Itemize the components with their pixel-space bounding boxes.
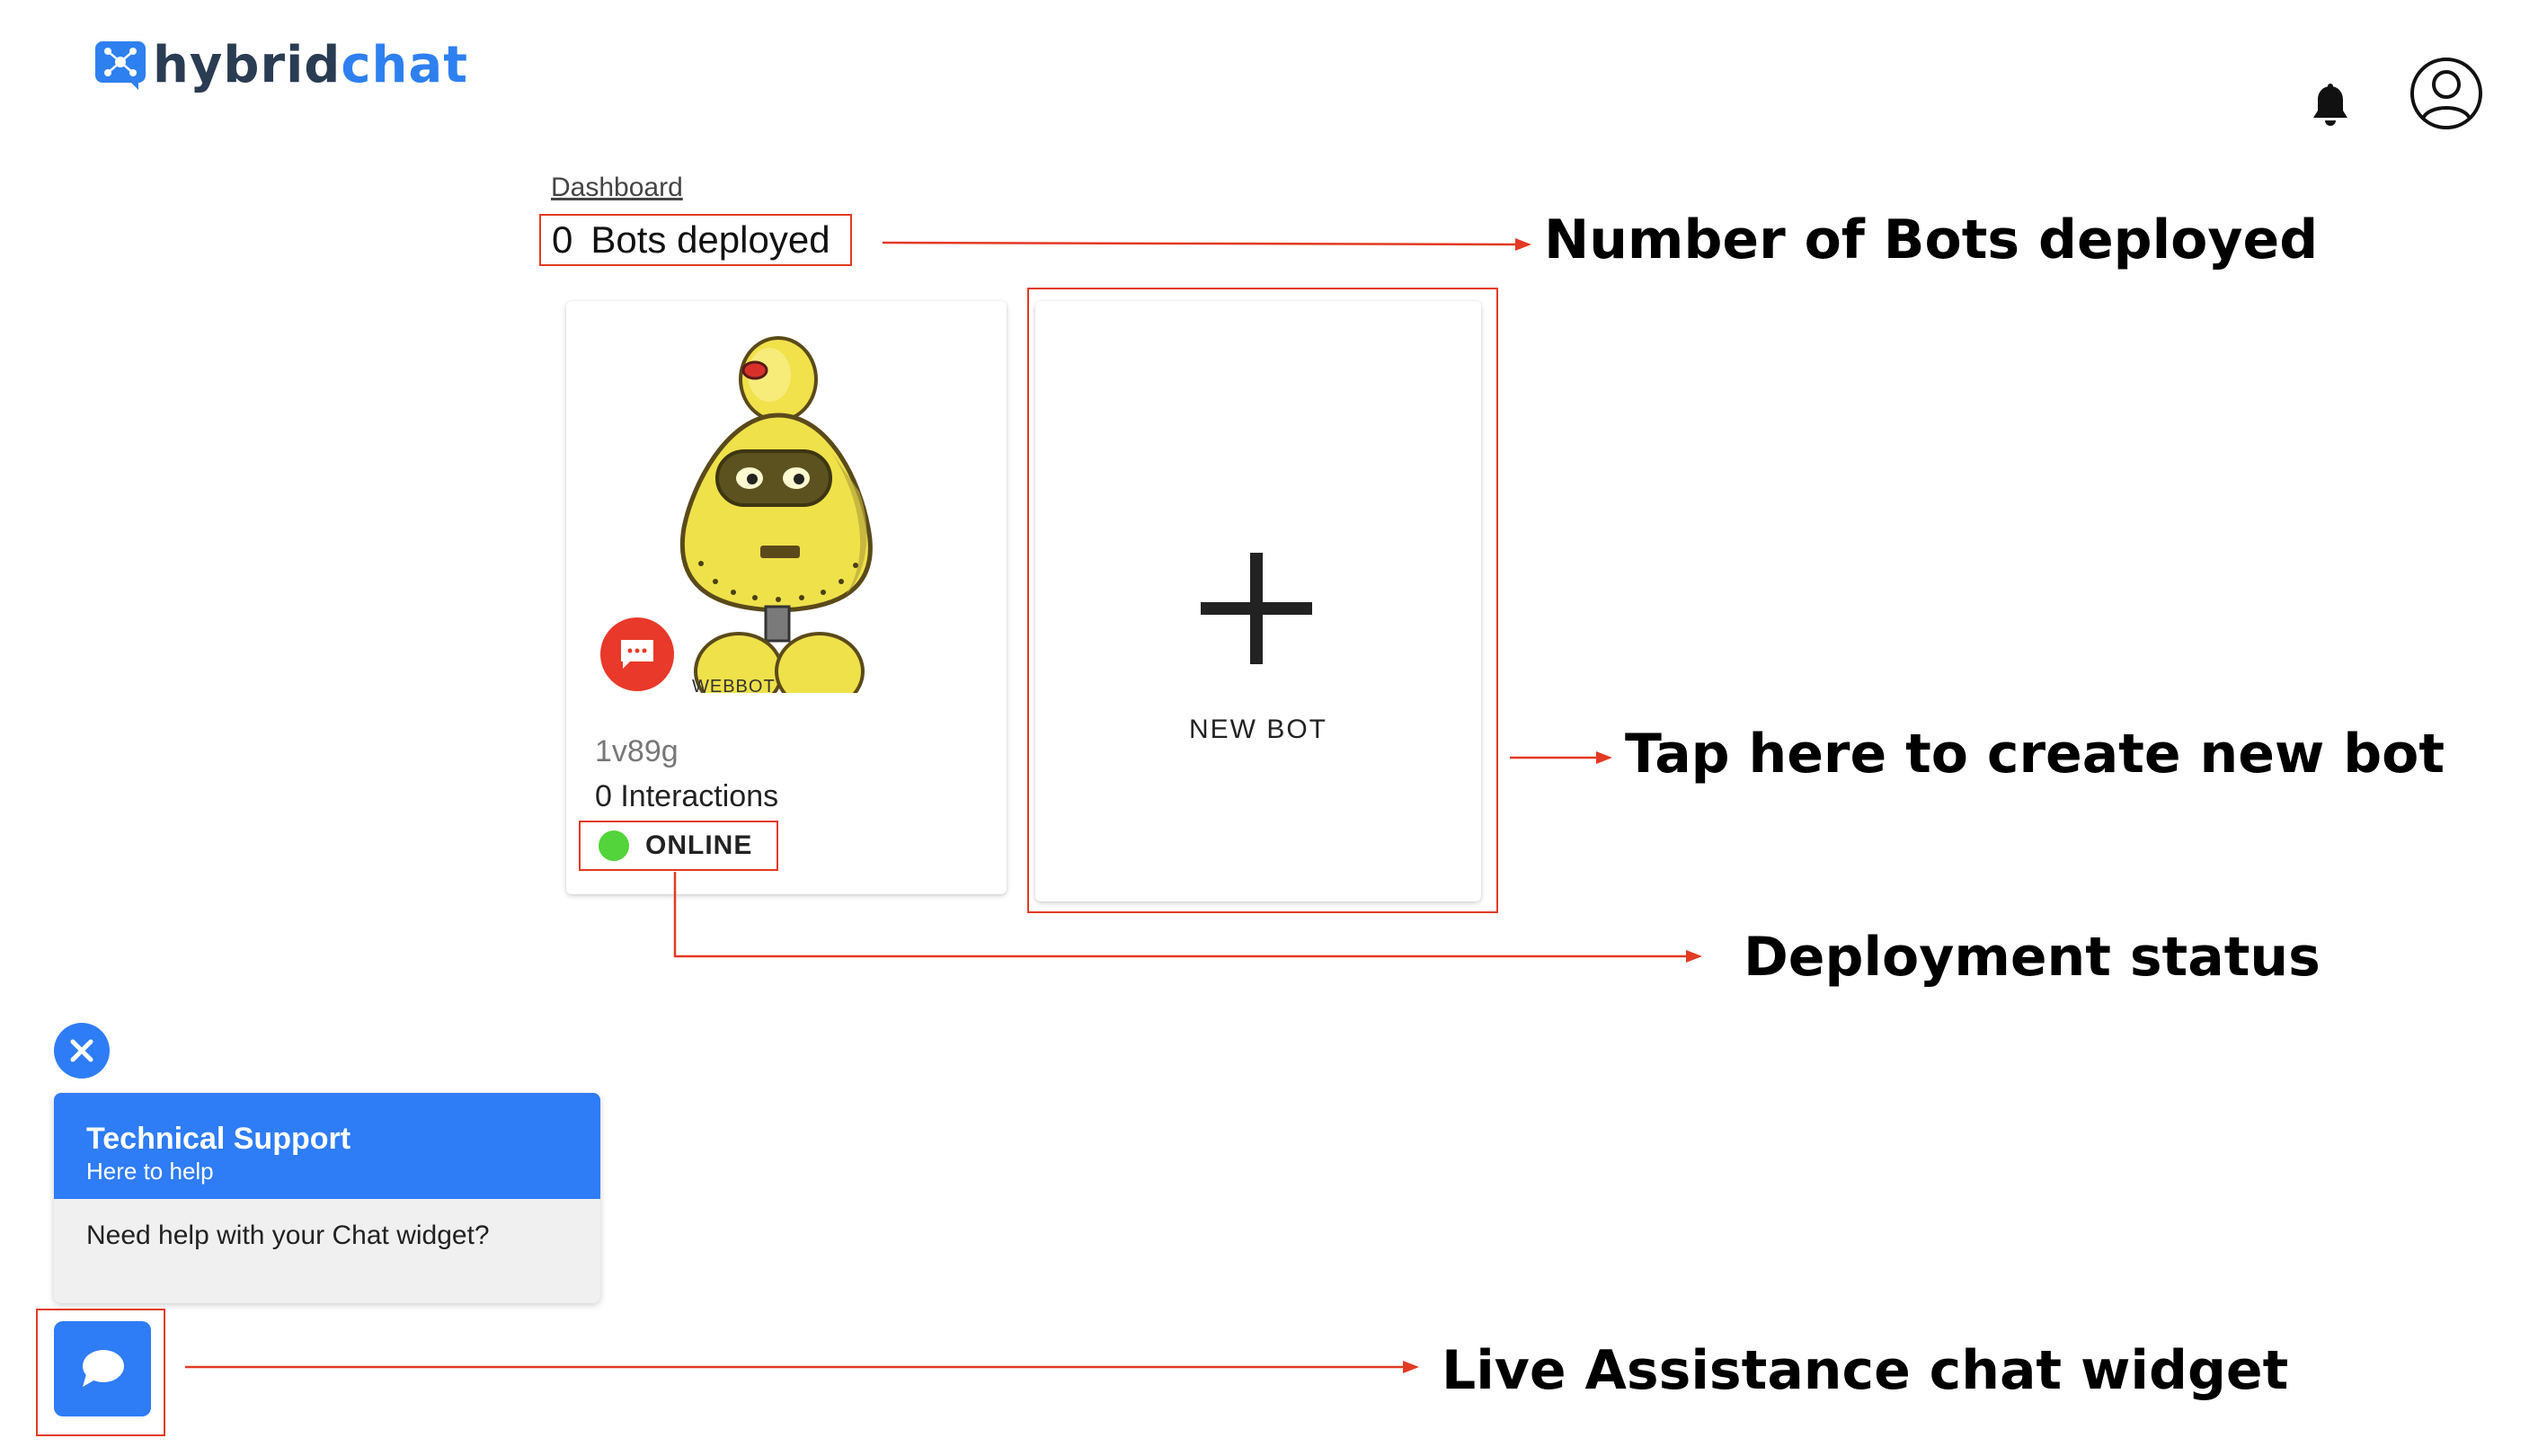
bot-interactions: 0 Interactions (595, 779, 779, 813)
bot-name: 1v89g (595, 734, 679, 768)
chat-widget-header: Technical Support Here to help (54, 1093, 600, 1199)
bots-count-label: Bots deployed (590, 218, 830, 261)
status-dot-icon (599, 830, 629, 861)
brand-name-prefix: hybrid (153, 36, 342, 94)
status-text: ONLINE (645, 830, 753, 860)
bot-type-label: WEBBOT (692, 677, 776, 697)
robot-avatar-image (643, 336, 904, 695)
chat-channel-icon (600, 617, 674, 691)
new-bot-label: NEW BOT (1189, 715, 1327, 744)
chat-widget-message[interactable]: Need help with your Chat widget? (86, 1221, 490, 1250)
deployment-status: ONLINE (579, 821, 778, 871)
plus-icon (1201, 553, 1312, 664)
chat-bubble-icon (83, 1350, 124, 1387)
chat-launcher-highlight (36, 1309, 165, 1436)
chat-widget-panel[interactable]: Technical Support Here to help Need help… (54, 1093, 600, 1303)
chat-widget-subtitle: Here to help (86, 1158, 214, 1185)
logo-icon (95, 41, 146, 90)
bot-card[interactable]: WEBBOT 1v89g 0 Interactions ONLINE (566, 301, 1007, 894)
annotation-deployment-status: Deployment status (1744, 926, 2321, 989)
close-chat-button[interactable] (54, 1023, 110, 1079)
annotation-chat-widget: Live Assistance chat widget (1442, 1339, 2289, 1402)
bell-icon[interactable] (2310, 83, 2351, 129)
new-bot-button[interactable]: NEW BOT (1035, 301, 1481, 901)
bots-count-number: 0 (552, 218, 573, 261)
user-circle-icon[interactable] (2409, 56, 2484, 131)
bots-deployed-count: 0 Bots deployed (539, 214, 852, 266)
annotation-bots-deployed: Number of Bots deployed (1544, 209, 2319, 271)
chat-widget-title: Technical Support (86, 1122, 351, 1156)
brand-name-suffix: chat (341, 36, 468, 94)
brand-logo[interactable]: hybridchat (93, 40, 468, 92)
chat-launcher-button[interactable] (54, 1321, 151, 1416)
close-icon (70, 1039, 93, 1062)
annotation-create-bot: Tap here to create new bot (1625, 723, 2445, 786)
breadcrumb-dashboard[interactable]: Dashboard (551, 173, 683, 202)
